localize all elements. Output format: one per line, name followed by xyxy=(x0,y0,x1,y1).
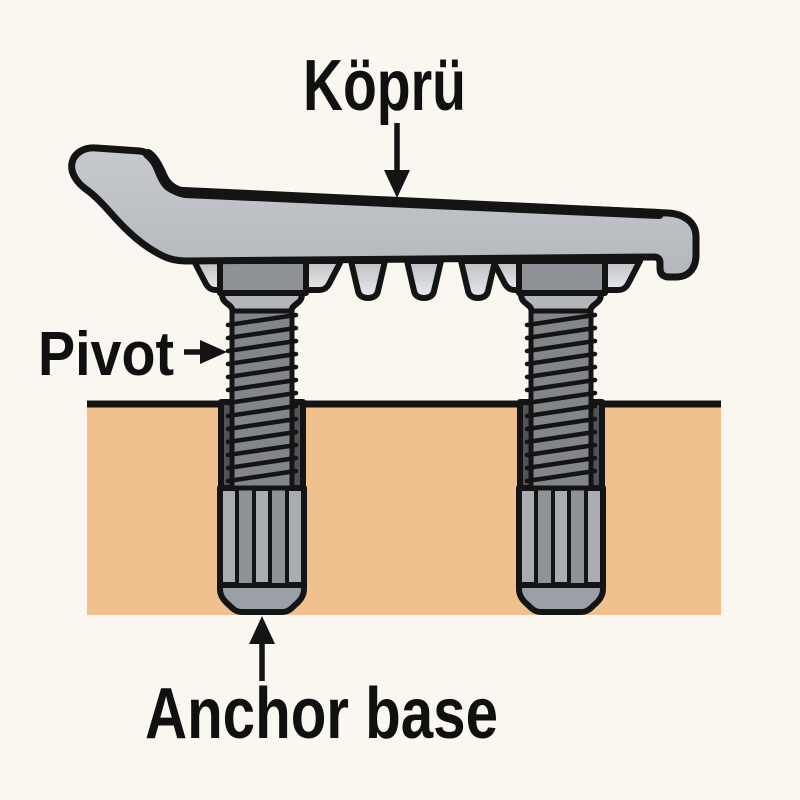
pivot-post-left xyxy=(217,287,307,615)
bushing-tip xyxy=(516,581,606,615)
bushing-knurl-lines xyxy=(235,490,289,583)
bushing-tip xyxy=(217,581,307,615)
bridge-tooth xyxy=(404,258,444,301)
mounting-foot-left xyxy=(191,258,344,296)
wood-body xyxy=(87,400,721,615)
saddle-block xyxy=(516,258,608,296)
bushing-stripe xyxy=(536,490,553,583)
pivot-post-right xyxy=(516,287,606,615)
bridge-tooth xyxy=(348,258,388,301)
screw-threads xyxy=(524,312,598,484)
wood-block xyxy=(87,404,721,615)
pivot-label: Pivot xyxy=(38,320,174,389)
bridge-label: Köprü xyxy=(303,46,466,126)
anchor-bushing xyxy=(217,485,307,588)
bushing-stripe xyxy=(569,490,586,583)
up-arrow-icon xyxy=(249,616,275,644)
bridge-tooth xyxy=(458,258,498,301)
screw-threads xyxy=(225,312,299,484)
bushing-stripe xyxy=(237,490,254,583)
saddle-block xyxy=(217,258,309,296)
down-arrow-icon xyxy=(384,170,410,198)
bushing-stripe xyxy=(270,490,287,583)
bridge-teeth xyxy=(348,258,498,301)
anchor-bushing xyxy=(516,485,606,588)
bushing-knurl-lines xyxy=(534,490,588,583)
mounting-foot-right xyxy=(490,258,643,296)
bridge-top-edge xyxy=(143,149,664,219)
right-arrow-icon xyxy=(200,340,227,364)
anchor-base-label: Anchor base xyxy=(145,674,498,754)
annotations: Köprü Pivot Anchor base xyxy=(38,46,498,754)
